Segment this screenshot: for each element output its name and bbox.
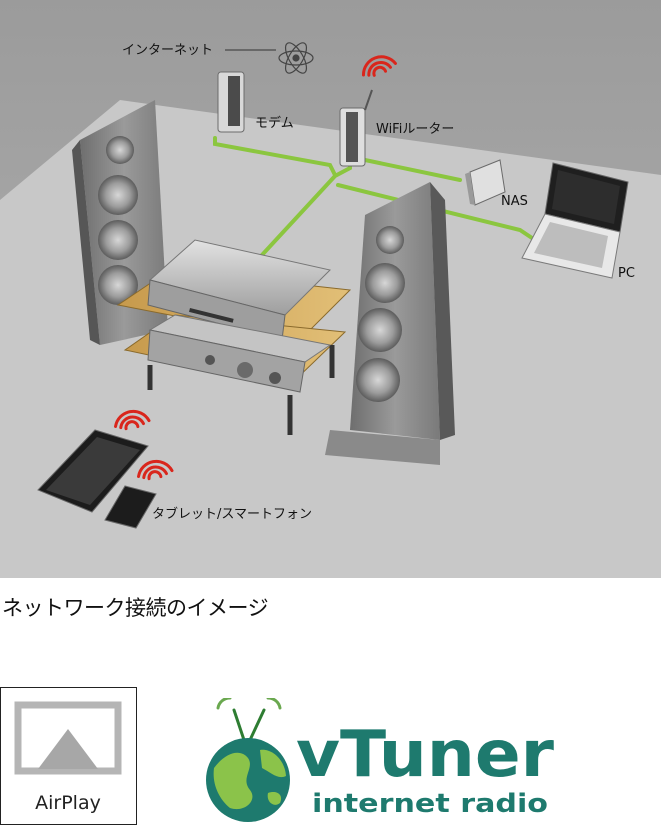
left-speaker [72, 100, 168, 345]
vtuner-logo: vTuner internet radio [206, 698, 554, 822]
airplay-icon [38, 729, 98, 769]
wifi-router [339, 89, 373, 167]
pc-label: PC [618, 266, 635, 281]
globe-icon [206, 738, 290, 822]
network-player [147, 239, 331, 341]
internet-label: インターネット [122, 43, 213, 58]
network-diagram: インターネット モデム WiFiルーター NAS PC [0, 0, 661, 578]
smartphone [104, 485, 157, 529]
diagram-caption: ネットワーク接続のイメージ [2, 596, 269, 620]
globe-icon [278, 42, 314, 74]
modem-label: モデム [255, 115, 294, 131]
wifi-signal-icon [361, 55, 397, 77]
amplifier [147, 314, 332, 393]
wifi-router-label: WiFiルーター [376, 122, 454, 137]
antenna-icon [216, 698, 282, 742]
nas [465, 159, 506, 206]
airplay-text: AirPlay [35, 792, 101, 814]
wifi-signal-icon [137, 459, 174, 481]
vtuner-name: vTuner [296, 718, 554, 792]
modem [217, 71, 245, 133]
right-speaker [325, 182, 455, 465]
tablet [37, 429, 149, 513]
tablet-smartphone-label: タブレット/スマートフォン [152, 506, 312, 522]
nas-label: NAS [501, 194, 528, 209]
airplay-logo: AirPlay [0, 687, 137, 825]
wifi-signal-icon [114, 409, 151, 431]
laptop [521, 162, 629, 279]
vtuner-tagline: internet radio [312, 789, 548, 819]
